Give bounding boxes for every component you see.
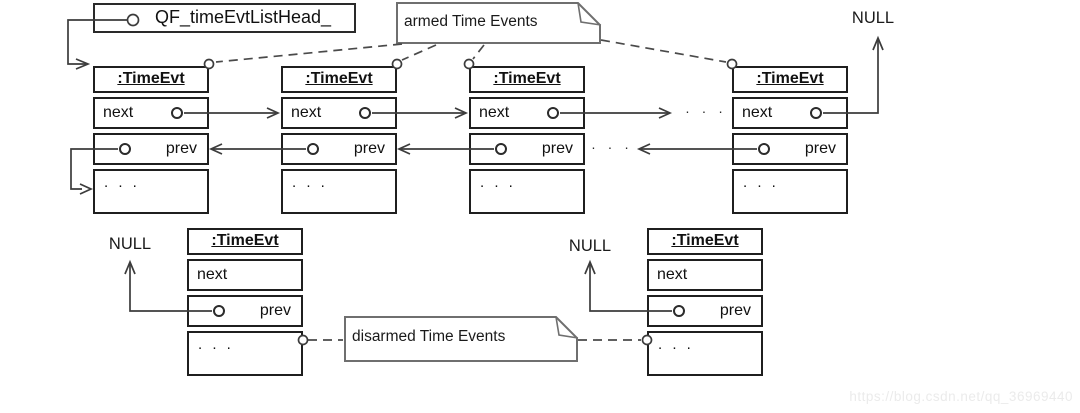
field-prev-row: prev <box>93 133 209 165</box>
object-title: :TimeEvt <box>187 228 303 255</box>
armed-note-label: armed Time Events <box>404 13 538 30</box>
object-title: :TimeEvt <box>469 66 585 93</box>
armed-timeevt-box-1: :TimeEvt next prev . . . <box>93 66 209 214</box>
field-dots: . . . <box>732 169 848 214</box>
armed-timeevt-box-4: :TimeEvt next prev . . . <box>732 66 848 214</box>
list-head-label: QF_timeEvtListHead_ <box>155 7 332 27</box>
object-title: :TimeEvt <box>93 66 209 93</box>
list-head-box: QF_timeEvtListHead_ <box>93 3 356 33</box>
field-prev-label: prev <box>165 140 197 157</box>
null-label-top-right: NULL <box>851 9 895 27</box>
field-next-row: next <box>469 97 585 129</box>
null-label-bottom-left: NULL <box>108 235 152 253</box>
field-prev-label: prev <box>719 302 751 319</box>
prev-pointer-port <box>758 143 770 155</box>
field-next-row: next <box>732 97 848 129</box>
disarmed-timeevt-box-2: :TimeEvt next prev . . . <box>647 228 763 376</box>
prev-pointer-port <box>213 305 225 317</box>
field-prev-row: prev <box>187 295 303 327</box>
field-dots: . . . <box>93 169 209 214</box>
disarmed-note-label: disarmed Time Events <box>352 328 506 345</box>
field-next-row: next <box>647 259 763 291</box>
watermark-text: https://blog.csdn.net/qq_36969440 <box>849 389 1073 404</box>
prev-pointer-port <box>673 305 685 317</box>
field-next-label: next <box>479 104 510 121</box>
field-dots: . . . <box>647 331 763 376</box>
ellipsis-next-chain: · · · <box>685 103 727 119</box>
next-pointer-port <box>547 107 559 119</box>
field-next-row: next <box>93 97 209 129</box>
armed-timeevt-box-3: :TimeEvt next prev . . . <box>469 66 585 214</box>
object-title: :TimeEvt <box>647 228 763 255</box>
next-pointer-port <box>810 107 822 119</box>
next-pointer-port <box>171 107 183 119</box>
field-prev-row: prev <box>647 295 763 327</box>
field-prev-row: prev <box>469 133 585 165</box>
field-dots: . . . <box>187 331 303 376</box>
field-next-row: next <box>281 97 397 129</box>
field-prev-row: prev <box>281 133 397 165</box>
field-next-label: next <box>291 104 322 121</box>
field-next-label: next <box>103 104 134 121</box>
object-title: :TimeEvt <box>732 66 848 93</box>
field-next-label: next <box>197 266 228 283</box>
field-prev-label: prev <box>804 140 836 157</box>
next-pointer-port <box>359 107 371 119</box>
field-prev-row: prev <box>732 133 848 165</box>
field-next-row: next <box>187 259 303 291</box>
ellipsis-prev-chain: · · · <box>591 139 633 155</box>
field-dots: . . . <box>469 169 585 214</box>
field-prev-label: prev <box>541 140 573 157</box>
prev-pointer-port <box>307 143 319 155</box>
field-dots: . . . <box>281 169 397 214</box>
armed-timeevt-box-2: :TimeEvt next prev . . . <box>281 66 397 214</box>
field-prev-label: prev <box>353 140 385 157</box>
disarmed-timeevt-box-1: :TimeEvt next prev . . . <box>187 228 303 376</box>
field-next-label: next <box>657 266 688 283</box>
prev-pointer-port <box>495 143 507 155</box>
object-title: :TimeEvt <box>281 66 397 93</box>
field-next-label: next <box>742 104 773 121</box>
prev-pointer-port <box>119 143 131 155</box>
null-label-bottom-right: NULL <box>568 237 612 255</box>
field-prev-label: prev <box>259 302 291 319</box>
